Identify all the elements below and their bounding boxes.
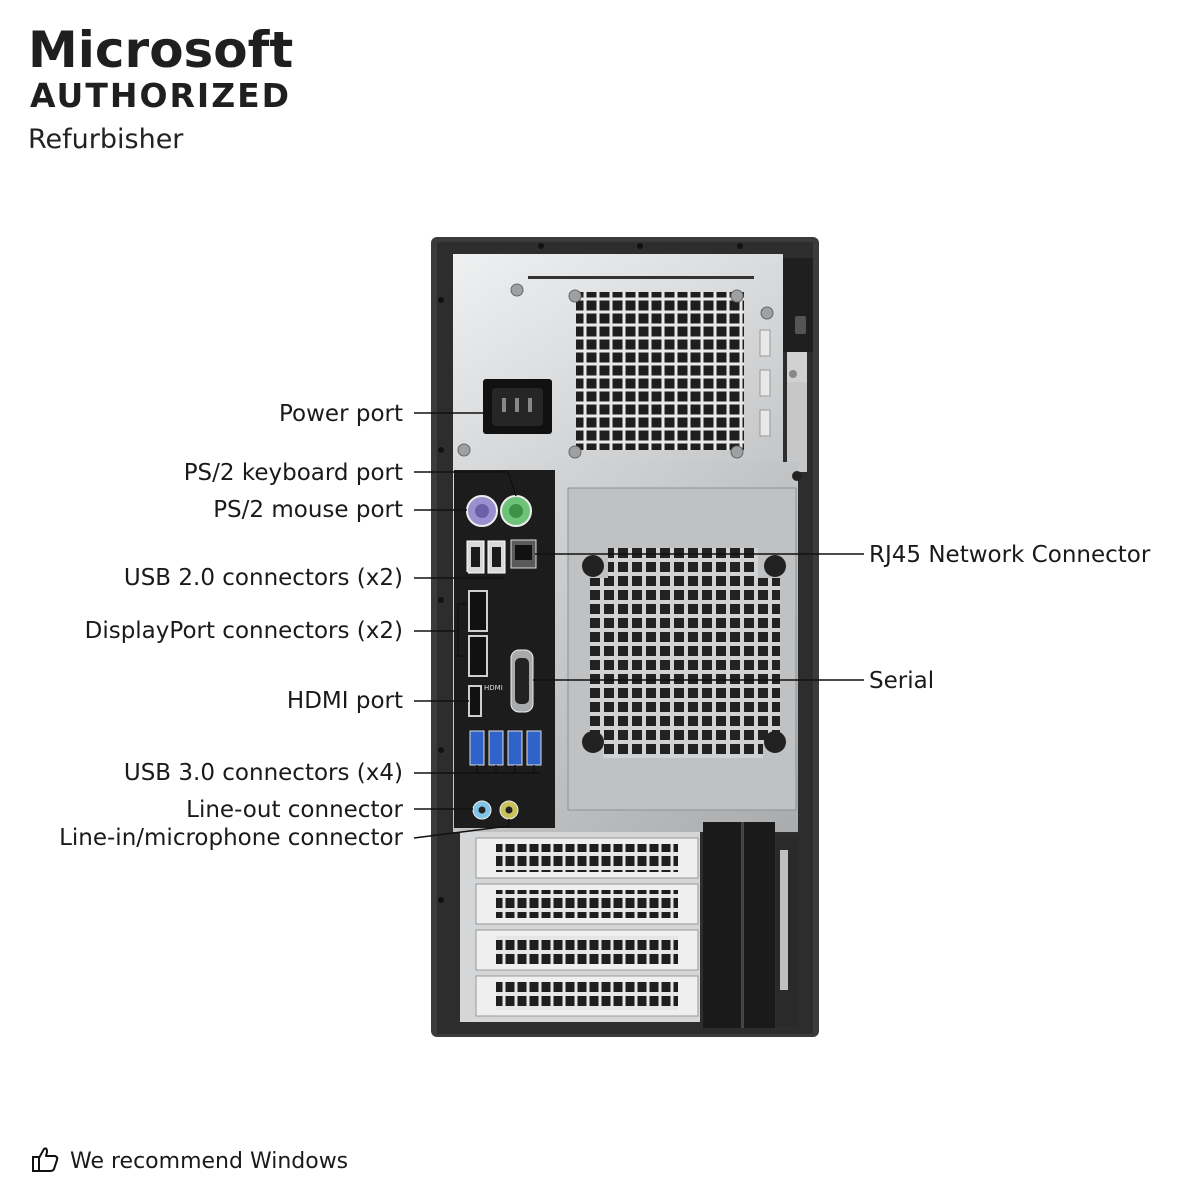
label-usb2: USB 2.0 connectors (x2)	[123, 565, 403, 591]
psu-plate	[453, 254, 783, 462]
leader-lines	[413, 412, 864, 839]
brand-logo: Microsoft AUTHORIZED Refurbisher	[28, 22, 293, 160]
brand-authorized: AUTHORIZED	[30, 76, 292, 115]
label-hdmi: HDMI port	[286, 688, 403, 714]
displayport-1[interactable]	[468, 590, 488, 632]
label-line-out: Line-out connector	[186, 797, 403, 823]
displayport-2[interactable]	[468, 635, 488, 677]
label-line-in: Line-in/microphone connector	[59, 825, 403, 851]
label-power-port: Power port	[279, 401, 403, 427]
label-serial: Serial	[869, 668, 935, 694]
hdmi-port[interactable]	[468, 685, 482, 717]
io-panel: HDMI	[454, 470, 555, 828]
usb3-port-3[interactable]	[507, 730, 523, 766]
usb3-port-1[interactable]	[469, 730, 485, 766]
label-ps2-mouse: PS/2 mouse port	[213, 497, 403, 523]
label-usb3: USB 3.0 connectors (x4)	[123, 760, 403, 786]
hdmi-marking: HDMI	[484, 684, 503, 692]
thumbs-up-icon	[30, 1144, 60, 1179]
footer-recommend: We recommend Windows	[30, 1144, 348, 1179]
side-latch	[783, 258, 813, 472]
usb3-port-4[interactable]	[526, 730, 542, 766]
label-displayport: DisplayPort connectors (x2)	[84, 618, 403, 644]
label-ps2-keyboard: PS/2 keyboard port	[183, 460, 403, 486]
brand-microsoft: Microsoft	[28, 21, 294, 79]
expansion-slots	[460, 822, 798, 1028]
label-rj45: RJ45 Network Connector	[869, 542, 1151, 568]
footer-text: We recommend Windows	[70, 1149, 349, 1174]
usb3-port-2[interactable]	[488, 730, 504, 766]
power-port-socket	[483, 379, 552, 434]
brand-refurbisher: Refurbisher	[28, 124, 184, 155]
